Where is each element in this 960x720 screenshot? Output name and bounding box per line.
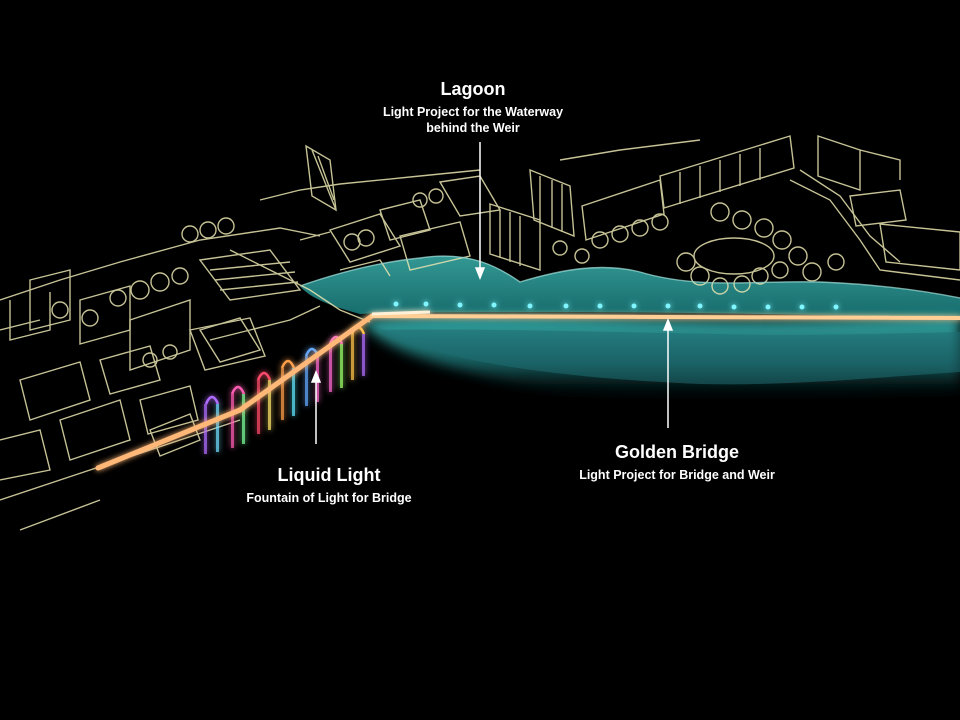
city-sketch (0, 135, 960, 531)
golden-bridge (95, 310, 960, 471)
lagoon-title: Lagoon (440, 79, 506, 99)
lagoon-pointer-arrow (474, 267, 486, 281)
pointer-lines (310, 142, 674, 444)
lagoon-lights (393, 301, 839, 310)
liquid-light-pointer-arrow (310, 369, 322, 383)
lagoon-water (300, 256, 960, 318)
river-water (360, 315, 960, 399)
liquid-light-subtitle: Fountain of Light for Bridge (246, 491, 412, 505)
liquid-light-title: Liquid Light (277, 465, 381, 485)
golden-bridge-subtitle: Light Project for Bridge and Weir (579, 468, 775, 482)
lagoon-subtitle: Light Project for the Waterway behind th… (382, 105, 564, 135)
golden-bridge-title: Golden Bridge (614, 442, 739, 462)
golden-bridge-pointer-arrow (662, 317, 674, 331)
golden-bridge-annotation: Golden Bridge Light Project for Bridge a… (560, 441, 794, 483)
lagoon-annotation: Lagoon Light Project for the Waterway be… (368, 78, 578, 136)
fountain-sprays (204, 325, 366, 454)
liquid-light-annotation: Liquid Light Fountain of Light for Bridg… (236, 464, 422, 506)
